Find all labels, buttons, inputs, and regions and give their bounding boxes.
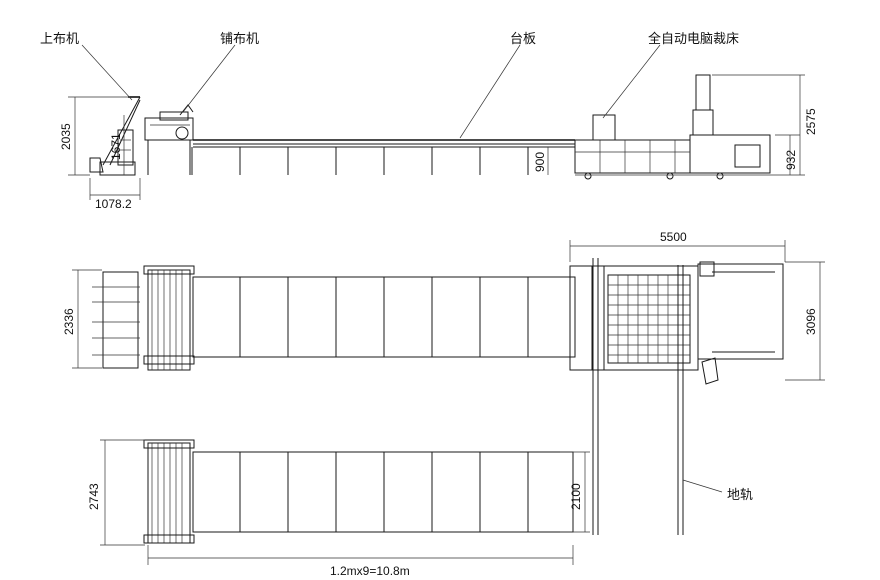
spreader-plan (143, 265, 195, 371)
dim-3096: 3096 (804, 308, 818, 335)
dim-2035: 2035 (59, 123, 73, 150)
loader-side (89, 96, 141, 176)
dim-1078: 1078.2 (95, 197, 132, 211)
label-table: 台板 (510, 32, 536, 47)
spreader-side (144, 104, 194, 175)
table-side (191, 139, 575, 175)
dim-932: 932 (784, 150, 798, 170)
dim-2336: 2336 (62, 308, 76, 335)
bottom-dimensions (100, 439, 590, 565)
plan-dimensions (72, 240, 825, 381)
dimension-labels: 2035 1671 1078.2 900 2575 932 5500 2336 … (59, 108, 818, 578)
dim-900: 900 (533, 152, 547, 172)
dim-2575: 2575 (804, 108, 818, 135)
cutter-side (574, 74, 771, 180)
side-dimensions (68, 74, 805, 200)
label-cutter: 全自动电脑裁床 (648, 31, 739, 47)
dim-length-total: 1.2mx9=10.8m (330, 564, 410, 578)
label-spreader: 铺布机 (220, 32, 259, 47)
callout-labels: 上布机 铺布机 台板 全自动电脑裁床 地轨 (40, 31, 753, 503)
label-loader: 上布机 (40, 32, 79, 47)
ground-rails (592, 258, 684, 535)
plan-view-2 (100, 258, 684, 565)
dim-2100: 2100 (569, 483, 583, 510)
label-ground-rail: 地轨 (727, 488, 753, 503)
spreader-plan-2 (143, 439, 195, 544)
dim-2743: 2743 (87, 483, 101, 510)
loader-plan (92, 271, 140, 369)
side-elevation (68, 74, 805, 200)
dim-1671: 1671 (109, 133, 123, 160)
table-plan (192, 276, 576, 358)
dim-5500: 5500 (660, 230, 687, 244)
plan-view (72, 240, 825, 385)
table-plan-2 (192, 451, 574, 533)
cutter-plan (569, 261, 784, 385)
leaders (81, 44, 723, 493)
